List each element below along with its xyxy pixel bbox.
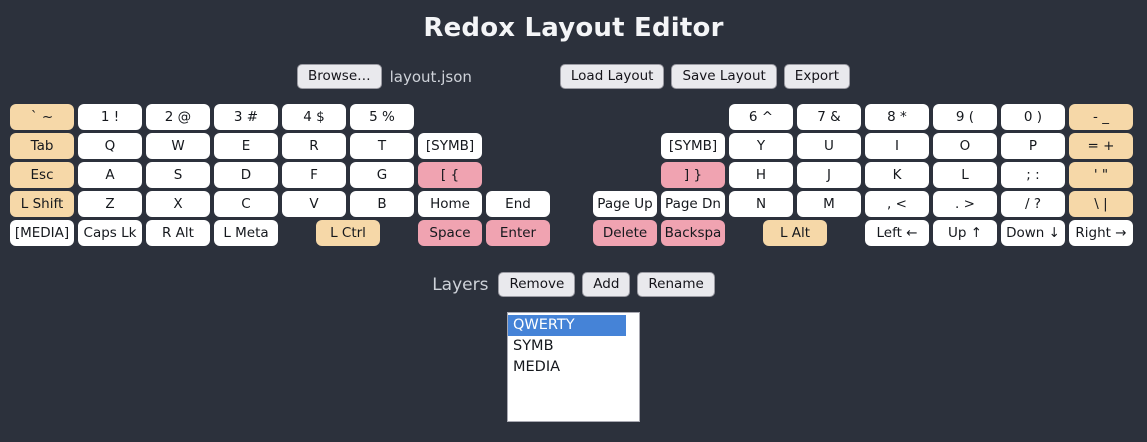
key-a[interactable]: A [78,162,142,189]
key-delete[interactable]: Delete [593,220,657,247]
key-right-alt[interactable]: R Alt [146,220,210,247]
key-nine[interactable]: 9 ( [933,104,997,131]
key-quote[interactable]: ' " [1069,162,1133,189]
key-c[interactable]: C [214,191,278,218]
key-t[interactable]: T [350,133,414,160]
key-o[interactable]: O [933,133,997,160]
key-arrow-up[interactable]: Up ↑ [933,220,997,247]
page-title: Redox Layout Editor [423,13,724,43]
key-period[interactable]: . > [933,191,997,218]
key-caps-lock[interactable]: Caps Lk [78,220,142,247]
browse-button[interactable]: Browse… [296,64,382,90]
save-layout-button[interactable]: Save Layout [671,64,777,90]
key-slash[interactable]: / ? [1001,191,1065,218]
layers-toolbar: Layers Remove Add Rename [0,272,1147,297]
key-backspace[interactable]: Backspa [661,220,725,247]
key-h[interactable]: H [729,162,793,189]
key-symb-left[interactable]: [SYMB] [418,133,482,160]
add-layer-button[interactable]: Add [582,272,631,297]
key-five[interactable]: 5 % [350,104,414,131]
key-g[interactable]: G [350,162,414,189]
key-esc[interactable]: Esc [10,162,74,189]
layers-label: Layers [432,274,489,295]
key-w[interactable]: W [146,133,210,160]
key-e[interactable]: E [214,133,278,160]
layer-item-media[interactable]: MEDIA [513,358,561,375]
key-symb-right[interactable]: [SYMB] [661,133,725,160]
key-one[interactable]: 1 ! [78,104,142,131]
key-page-down[interactable]: Page Dn [661,191,725,218]
key-end[interactable]: End [486,191,550,218]
rename-layer-button[interactable]: Rename [637,272,715,297]
load-layout-button[interactable]: Load Layout [559,64,665,90]
key-three[interactable]: 3 # [214,104,278,131]
key-y[interactable]: Y [729,133,793,160]
key-d[interactable]: D [214,162,278,189]
file-input-group: Browse… layout.json [296,64,472,90]
layer-item-qwerty[interactable]: QWERTY [508,314,626,336]
key-q[interactable]: Q [78,133,142,160]
key-minus[interactable]: - _ [1069,104,1133,131]
key-n[interactable]: N [729,191,793,218]
key-x[interactable]: X [146,191,210,218]
key-page-up[interactable]: Page Up [593,191,657,218]
key-backslash[interactable]: \ | [1069,191,1133,218]
key-seven[interactable]: 7 & [797,104,861,131]
key-zero[interactable]: 0 ) [1001,104,1065,131]
key-eight[interactable]: 8 * [865,104,929,131]
key-grave[interactable]: ` ~ [10,104,74,131]
key-comma[interactable]: , < [865,191,929,218]
key-k[interactable]: K [865,162,929,189]
key-left-alt[interactable]: L Alt [763,220,827,247]
file-toolbar: Browse… layout.json Load Layout Save Lay… [0,64,1147,90]
layout-actions-group: Load Layout Save Layout Export [559,64,850,90]
key-four[interactable]: 4 $ [282,104,346,131]
key-two[interactable]: 2 @ [146,104,210,131]
key-semicolon[interactable]: ; : [1001,162,1065,189]
key-arrow-left[interactable]: Left ← [865,220,929,247]
key-r[interactable]: R [282,133,346,160]
key-tab[interactable]: Tab [10,133,74,160]
key-home[interactable]: Home [418,191,482,218]
key-arrow-right[interactable]: Right → [1069,220,1133,247]
key-six[interactable]: 6 ^ [729,104,793,131]
key-v[interactable]: V [282,191,346,218]
key-p[interactable]: P [1001,133,1065,160]
redox-layout-editor: { "title": "Redox Layout Editor", "file_… [0,13,1147,442]
key-m[interactable]: M [797,191,861,218]
export-button[interactable]: Export [783,64,850,90]
key-left-meta[interactable]: L Meta [214,220,278,247]
key-space[interactable]: Space [418,220,482,247]
key-left-ctrl[interactable]: L Ctrl [316,220,380,247]
key-z[interactable]: Z [78,191,142,218]
key-left-bracket[interactable]: [ { [418,162,482,189]
remove-layer-button[interactable]: Remove [498,272,576,297]
file-name: layout.json [389,67,472,86]
key-left-shift[interactable]: L Shift [10,191,74,218]
key-b[interactable]: B [350,191,414,218]
key-l[interactable]: L [933,162,997,189]
key-arrow-down[interactable]: Down ↓ [1001,220,1065,247]
key-f[interactable]: F [282,162,346,189]
key-u[interactable]: U [797,133,861,160]
layer-item-symb[interactable]: SYMB [513,337,554,354]
key-enter[interactable]: Enter [486,220,550,247]
key-equals[interactable]: = + [1069,133,1133,160]
key-right-bracket[interactable]: ] } [661,162,725,189]
key-j[interactable]: J [797,162,861,189]
key-i[interactable]: I [865,133,929,160]
key-media[interactable]: [MEDIA] [10,220,74,247]
key-s[interactable]: S [146,162,210,189]
